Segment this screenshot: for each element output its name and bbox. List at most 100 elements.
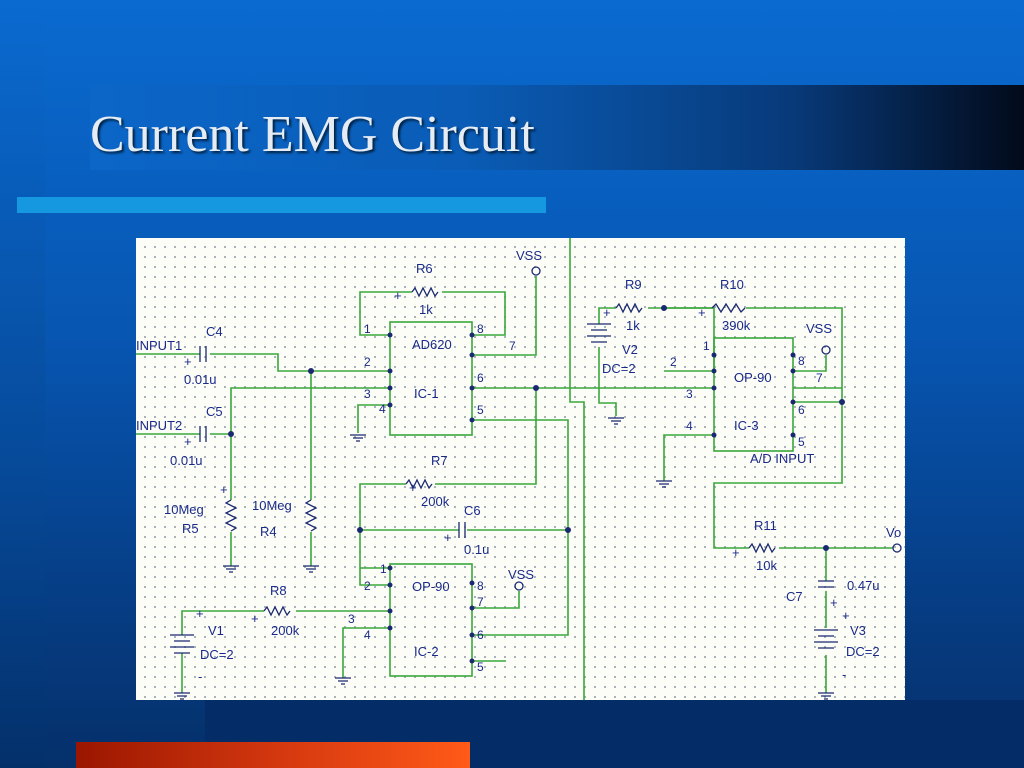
pin-dot bbox=[711, 368, 717, 374]
ic1-pin3: 3 bbox=[364, 387, 371, 401]
r10-value: 390k bbox=[722, 318, 751, 333]
pin-dot bbox=[469, 580, 475, 586]
junction-dot bbox=[661, 305, 667, 311]
pin-dot bbox=[790, 399, 796, 405]
r5-symbol bbox=[224, 499, 238, 532]
pin-dot bbox=[469, 332, 475, 338]
r10-ref: R10 bbox=[720, 277, 744, 292]
ic3-part: OP-90 bbox=[734, 370, 772, 385]
ic2-ref: IC-2 bbox=[414, 644, 439, 659]
ic1-part: AD620 bbox=[412, 337, 452, 352]
minus-sign: - bbox=[198, 669, 202, 684]
c5-symbol bbox=[199, 426, 207, 442]
v3-symbol bbox=[814, 629, 838, 649]
input1-label: INPUT1 bbox=[136, 338, 182, 353]
c6-value: 0.1u bbox=[464, 542, 489, 557]
title-underline-accent bbox=[17, 197, 546, 213]
ic1-pin5: 5 bbox=[477, 403, 484, 417]
vo-label: Vo bbox=[886, 525, 901, 540]
ic3-ref: IC-3 bbox=[734, 418, 759, 433]
r5-ref: R5 bbox=[182, 521, 199, 536]
pin-dot bbox=[711, 432, 717, 438]
ic2-body bbox=[389, 563, 473, 677]
c7-symbol bbox=[818, 580, 834, 588]
minus-sign: - bbox=[842, 667, 846, 682]
pin-dot bbox=[790, 368, 796, 374]
r8-value: 200k bbox=[271, 623, 300, 638]
c4-ref: C4 bbox=[206, 324, 223, 339]
pin-dot bbox=[469, 632, 475, 638]
c5-ref: C5 bbox=[206, 404, 223, 419]
r9-symbol bbox=[615, 302, 643, 314]
ic2-pin2: 2 bbox=[364, 579, 371, 593]
title-background-bar bbox=[90, 85, 1024, 170]
r11-ref: R11 bbox=[754, 518, 777, 533]
r7-symbol bbox=[405, 478, 433, 490]
plus-sign: + bbox=[830, 595, 838, 610]
r5-value: 10Meg bbox=[164, 502, 204, 517]
junction-dot bbox=[533, 385, 539, 391]
ground-v1 bbox=[174, 692, 190, 700]
capacitors bbox=[199, 346, 834, 588]
resistors bbox=[224, 286, 776, 617]
r10-symbol bbox=[711, 302, 746, 314]
c6-ref: C6 bbox=[464, 503, 481, 518]
vo-terminal bbox=[892, 543, 902, 553]
r9-value: 1k bbox=[626, 318, 640, 333]
terminals bbox=[514, 266, 902, 591]
ic2-part: OP-90 bbox=[412, 579, 450, 594]
ic1-pin4: 4 bbox=[379, 402, 386, 416]
junction-dot bbox=[228, 431, 234, 437]
plus-sign: + bbox=[444, 530, 452, 545]
ic2-pin7: 7 bbox=[477, 595, 484, 609]
pin-dot bbox=[387, 368, 393, 374]
plus-sign: + bbox=[698, 305, 706, 320]
ground-v3 bbox=[818, 692, 834, 700]
vss-terminal-ic2 bbox=[514, 581, 524, 591]
ic-boxes bbox=[389, 321, 794, 677]
v2-symbol bbox=[587, 323, 611, 343]
ic3-body bbox=[713, 337, 794, 452]
circuit-schematic: R6 1k + VSS AD620 IC-1 1 2 3 4 8 7 6 5 I… bbox=[136, 238, 905, 700]
v3-ref: V3 bbox=[850, 623, 866, 638]
ic1-pin1: 1 bbox=[364, 322, 371, 336]
vss-label-ic3: VSS bbox=[806, 321, 832, 336]
plus-sign: + bbox=[394, 288, 402, 303]
left-background-band bbox=[0, 0, 45, 768]
r4-value: 10Meg bbox=[252, 498, 292, 513]
plus-sign: + bbox=[251, 611, 259, 626]
c7-ref: C7 bbox=[786, 589, 803, 604]
ic3-pin1: 1 bbox=[703, 339, 710, 353]
c4-value: 0.01u bbox=[184, 372, 217, 387]
vss-label-ic1: VSS bbox=[516, 248, 542, 263]
pin-dot bbox=[387, 608, 393, 614]
pin-dot bbox=[387, 385, 393, 391]
pin-dot bbox=[387, 332, 393, 338]
r11-value: 10k bbox=[756, 558, 777, 573]
adc-input-label: A/D INPUT bbox=[750, 451, 814, 466]
r11-symbol bbox=[748, 542, 776, 554]
v3-value: DC=2 bbox=[846, 644, 880, 659]
plus-sign: + bbox=[732, 545, 740, 560]
ic2-pin4: 4 bbox=[364, 628, 371, 642]
junction-dot bbox=[823, 545, 829, 551]
ic1-pin6: 6 bbox=[477, 371, 484, 385]
pin-dot bbox=[711, 385, 717, 391]
pin-dot bbox=[469, 605, 475, 611]
plus-sign: + bbox=[184, 434, 192, 449]
r9-ref: R9 bbox=[625, 277, 642, 292]
c6-symbol bbox=[458, 522, 466, 538]
plus-sign: + bbox=[842, 608, 850, 623]
ic2-pin5: 5 bbox=[477, 660, 484, 674]
c7-value: 0.47u bbox=[847, 578, 880, 593]
plus-sign: + bbox=[220, 482, 228, 497]
junction-dots bbox=[228, 305, 845, 664]
pin-dot bbox=[387, 625, 393, 631]
slide-title: Current EMG Circuit bbox=[90, 106, 535, 163]
vss-terminal-ic1 bbox=[531, 266, 541, 276]
r6-value: 1k bbox=[419, 302, 433, 317]
ground-symbols bbox=[174, 417, 834, 700]
ic3-pin7: 7 bbox=[816, 371, 823, 385]
ic3-pin6: 6 bbox=[798, 403, 805, 417]
ic3-pin8: 8 bbox=[798, 354, 805, 368]
